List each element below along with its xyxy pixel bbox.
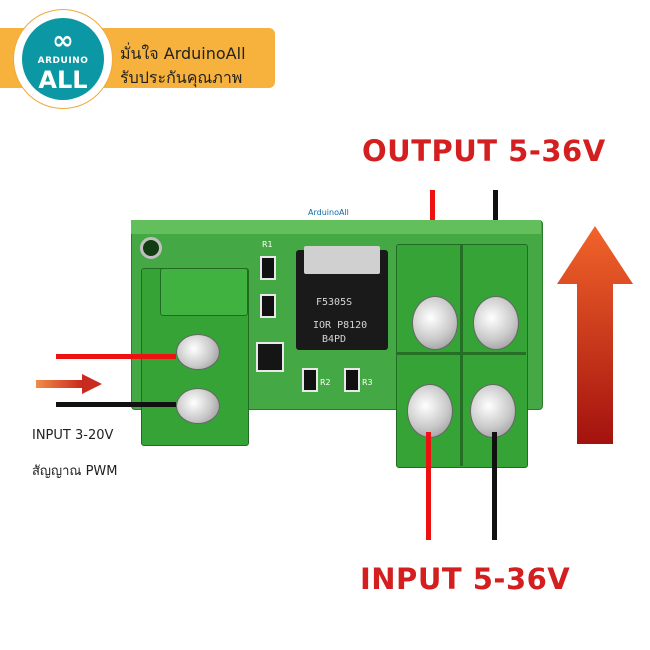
silk-arduinoall: ArduinoAll (308, 208, 349, 217)
promo-line-2: รับประกันคุณภาพ (120, 68, 243, 87)
output-voltage-label: OUTPUT 5-36V (362, 134, 606, 168)
input-screw-negative (470, 384, 516, 438)
infinity-icon: ∞ (52, 26, 74, 56)
transistor (256, 342, 284, 372)
silk-r1: R1 (262, 240, 273, 249)
signal-screw-bottom (176, 388, 220, 424)
input-screw-positive (407, 384, 453, 438)
silk-r3: R3 (362, 378, 373, 387)
resistor-r1 (260, 256, 276, 280)
terminal-lid (160, 268, 248, 316)
signal-input-label: INPUT 3-20V (32, 428, 114, 443)
silk-r2: R2 (320, 378, 331, 387)
output-screw-positive (412, 296, 458, 350)
output-screw-negative (473, 296, 519, 350)
chip-marking-3: B4PD (322, 334, 347, 345)
logo-text-all: ALL (38, 66, 88, 94)
chip-marking-2: IOR P8120 (313, 320, 368, 331)
led (260, 294, 276, 318)
promo-line-1: มั่นใจ ArduinoAll (120, 44, 246, 63)
logo-text-arduino: ARDUINO (37, 56, 89, 66)
input-wire-red (426, 432, 431, 540)
pcb-edge (131, 220, 541, 234)
resistor-r2 (302, 368, 318, 392)
signal-wire-black (56, 402, 176, 407)
terminal-divider (460, 244, 463, 466)
arrow-up-icon (557, 226, 633, 444)
mosfet-heat-tab (304, 246, 380, 274)
terminal-divider-horizontal (396, 352, 526, 355)
logo-badge: ∞ ARDUINO ALL (22, 18, 104, 100)
mounting-hole (140, 237, 162, 259)
arrow-right-icon (36, 374, 102, 394)
resistor-r3 (344, 368, 360, 392)
input-wire-black (492, 432, 497, 540)
input-voltage-label: INPUT 5-36V (360, 562, 571, 596)
signal-wire-red (56, 354, 176, 359)
signal-screw-top (176, 334, 220, 370)
signal-type-label: สัญญาณ PWM (32, 464, 118, 479)
chip-marking-1: F5305S (316, 297, 353, 308)
arduinoall-logo: ∞ ARDUINO ALL (14, 10, 112, 108)
